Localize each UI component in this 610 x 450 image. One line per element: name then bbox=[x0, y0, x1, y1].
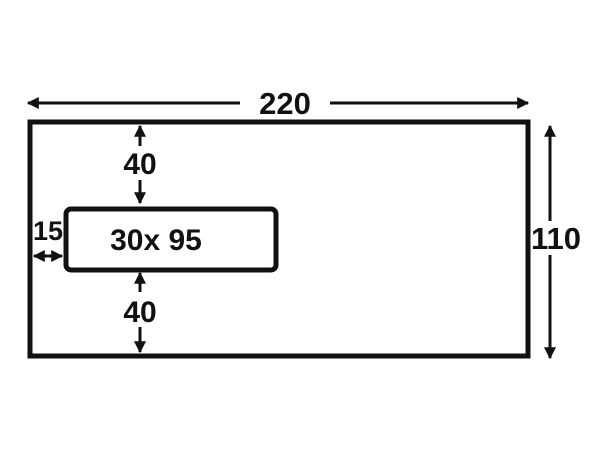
height-label-backdrop bbox=[531, 221, 585, 255]
width-label: 220 bbox=[259, 86, 311, 121]
height-label: 110 bbox=[531, 221, 581, 256]
top-margin-label: 40 bbox=[123, 148, 156, 181]
left-margin-label: 15 bbox=[33, 216, 63, 246]
window-outline bbox=[63, 206, 279, 273]
envelope-outline bbox=[27, 119, 531, 359]
window-label: 30x 95 bbox=[110, 224, 202, 257]
bottom-margin-label: 40 bbox=[123, 296, 156, 329]
